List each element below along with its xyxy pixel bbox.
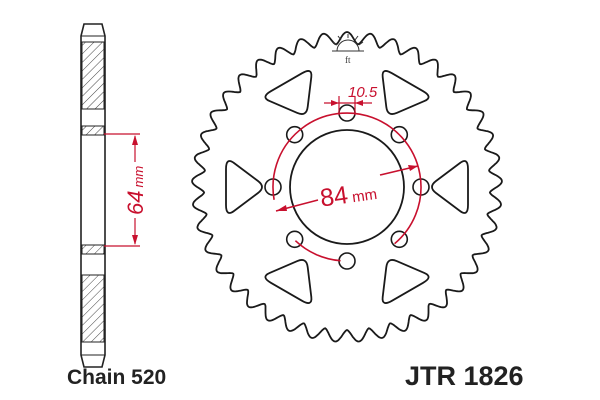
lightening-hole	[264, 259, 313, 304]
part-number-label: JTR 1826	[405, 361, 524, 391]
side-profile-view	[80, 23, 106, 368]
hatched-section-bottom	[81, 274, 105, 343]
bolt-hole-label: 10.5	[348, 84, 378, 101]
chain-size-label: Chain 520	[67, 366, 167, 389]
center-bore	[289, 129, 405, 245]
sprocket-face	[191, 31, 503, 343]
lightening-hole	[264, 70, 313, 115]
bolt-hole	[338, 252, 356, 270]
sun-logo-icon: ft	[332, 34, 364, 65]
bolt-circle-label: 84mm	[318, 177, 378, 213]
lightening-hole	[225, 160, 263, 214]
bolt-hole-dimension	[324, 96, 372, 115]
svg-text:ft: ft	[345, 55, 351, 65]
bolt-circle-dimension	[272, 112, 422, 262]
hatched-section-top	[81, 41, 105, 110]
lightening-hole	[381, 70, 430, 115]
height-dimension: 64mm	[104, 133, 148, 247]
lightening-hole	[431, 160, 469, 214]
hatched-section-upper-hub	[81, 125, 105, 136]
height-dimension-label: 64mm	[123, 166, 148, 215]
lightening-hole	[381, 259, 430, 304]
hatched-section-lower-hub	[81, 244, 105, 255]
